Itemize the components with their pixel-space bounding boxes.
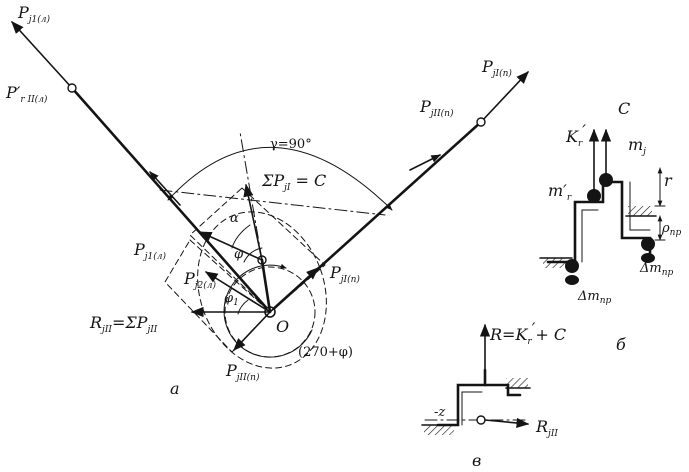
label-mj: mj [628,135,646,157]
label-pj2l: Pj2(л) [183,269,217,291]
label-rho: ρпр [661,221,681,238]
label-gamma: γ=90° [270,137,312,152]
pjbot-arrow [233,311,271,351]
crank-inner-right [629,181,651,231]
label-eq-r: R=Kr′+ C [489,319,566,347]
mass-mr [587,189,601,203]
label-r: r [664,171,673,190]
label-fig-a: a [170,379,180,398]
label-dm-left: Δmпр [577,289,612,306]
crank-c-inner [461,391,483,426]
force-parallelogram [189,187,326,313]
axis-line-upper [239,131,263,261]
label-alpha: α [230,211,239,226]
pj2-small-arrow [409,154,441,171]
gamma-arc [167,146,393,211]
label-pj2-right: PjII(п) [419,97,454,119]
label-fig-v: в [472,451,481,470]
pj1n-arrow [269,267,319,313]
mass-mj [599,173,613,187]
left-crank-line [70,86,272,314]
bearing-left [543,258,567,268]
figure-c: R=Kr′+ C -z RjII в [421,319,566,470]
left-joint [67,83,77,93]
label-mr: m′r [548,181,572,203]
crank-radius [260,258,272,314]
right-joint [476,117,486,127]
alpha-arc [231,224,251,249]
label-pj1n: PjI(п) [329,263,360,285]
label-z: -z [434,405,445,420]
mass-dm-left [565,259,579,273]
mass-dm-right [641,237,655,251]
label-sum: ΣPjI = C [261,171,326,193]
label-dm-right: Δmпр [639,261,674,278]
label-o: O [276,317,289,336]
sum-force-arrow [243,183,263,261]
center-c [476,415,486,425]
label-rj: RjII=ΣPjII [89,313,158,335]
mass-dm-left-lower [565,275,579,285]
pj1l-arrow [198,231,263,261]
crank-inner-left [581,209,599,263]
mass-dm-right-lower [641,253,655,263]
label-angle: (270+φ) [298,345,353,360]
label-pj1l: Pj1(л) [133,240,167,262]
pj2l-arrow [204,271,271,313]
figure-a: Pj1(л) P′r II(л) PjI(п) PjII(п) γ=90° ΣP… [5,3,529,398]
label-phi: φ [234,247,244,262]
angle-270-arc [223,263,313,358]
figure-b: C Kr′ mj m′r r ρпр Δmпр Δmпр б [539,99,681,354]
pr-small-arrow [149,171,181,206]
bearing-c-right [506,378,528,388]
label-phi1: φ1 [224,291,239,308]
bearing-c-left [424,425,454,435]
phi-arc [243,247,263,263]
axis-line-horizontal [159,189,386,216]
label-pj1-left: Pj1(л) [17,3,51,25]
rj-c-arrow [484,417,530,429]
label-pj1-right: PjI(п) [481,57,512,79]
label-kr: Kr′ [565,121,586,149]
right-force-arrow [480,71,529,123]
left-force-arrow [11,21,73,89]
label-pr2-left: P′r II(л) [5,83,48,105]
label-c: C [618,99,630,118]
label-rj-c: RjII [535,417,558,439]
phi1-arc [237,299,249,315]
crank-c-right [483,383,522,397]
label-pjbot: PjII(п) [225,361,260,383]
label-fig-b: б [616,335,626,354]
bearing-right [628,206,652,216]
